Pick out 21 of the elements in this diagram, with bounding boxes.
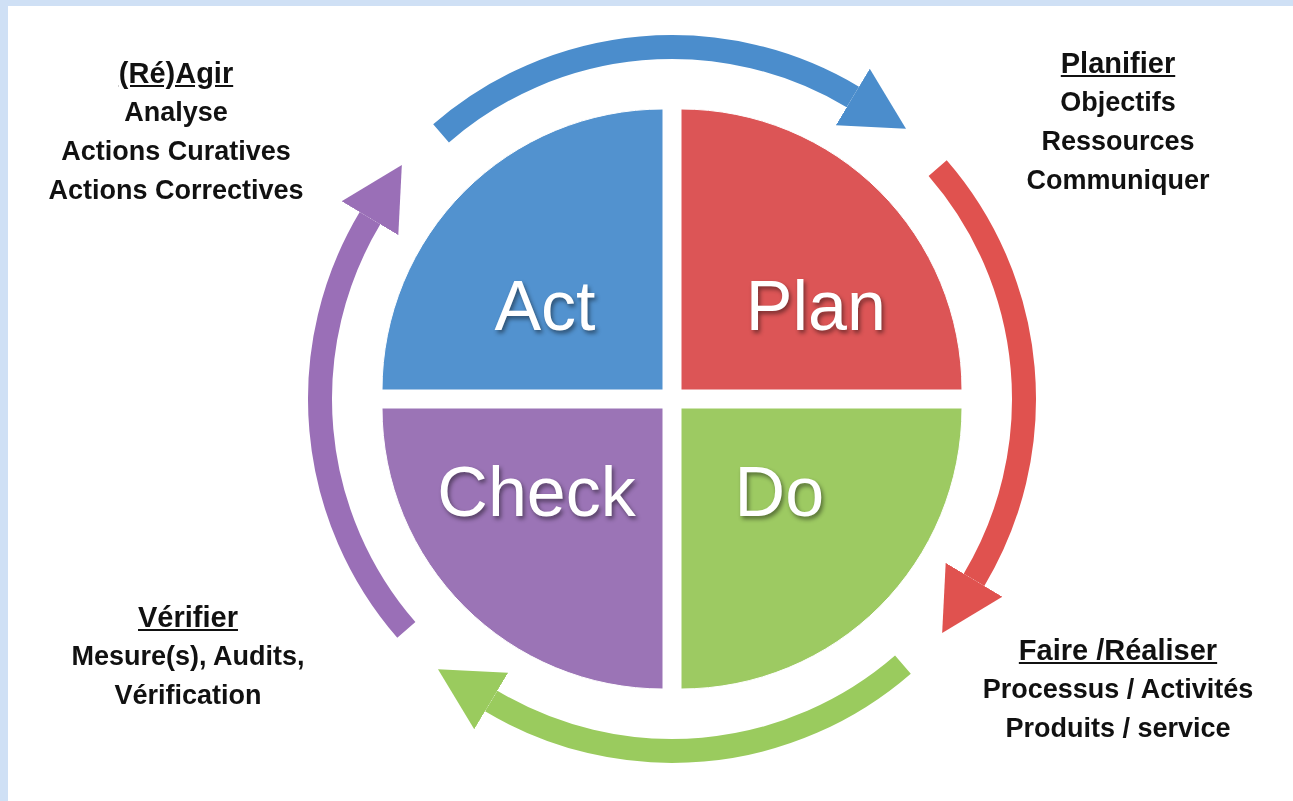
curved-arrow xyxy=(433,35,908,143)
step-heading: Faire /Réaliser xyxy=(1017,633,1219,668)
curved-arrow xyxy=(928,160,1036,635)
quadrant-label: Act xyxy=(494,265,596,346)
step-detail: Actions Correctives xyxy=(47,174,305,207)
step-heading: Vérifier xyxy=(137,600,239,635)
curved-arrow xyxy=(308,163,416,638)
quadrant-label: Check xyxy=(437,452,636,533)
step-detail: Analyse xyxy=(123,96,229,129)
step-detail: Ressources xyxy=(1040,125,1196,158)
step-detail: Mesure(s), Audits, Vérification xyxy=(70,640,306,712)
step-detail: Communiquer xyxy=(1025,164,1211,197)
step-heading: (Ré)Agir xyxy=(117,56,235,91)
quadrant-label: Plan xyxy=(745,265,886,346)
curved-arrow xyxy=(436,655,911,763)
quadrant-label: Do xyxy=(734,452,825,533)
step-detail: Actions Curatives xyxy=(60,135,292,168)
step-detail: Produits / service xyxy=(1004,712,1232,745)
step-heading: Planifier xyxy=(1059,46,1177,81)
step-detail: Objectifs xyxy=(1059,86,1177,119)
step-detail: Processus / Activités xyxy=(981,673,1255,706)
